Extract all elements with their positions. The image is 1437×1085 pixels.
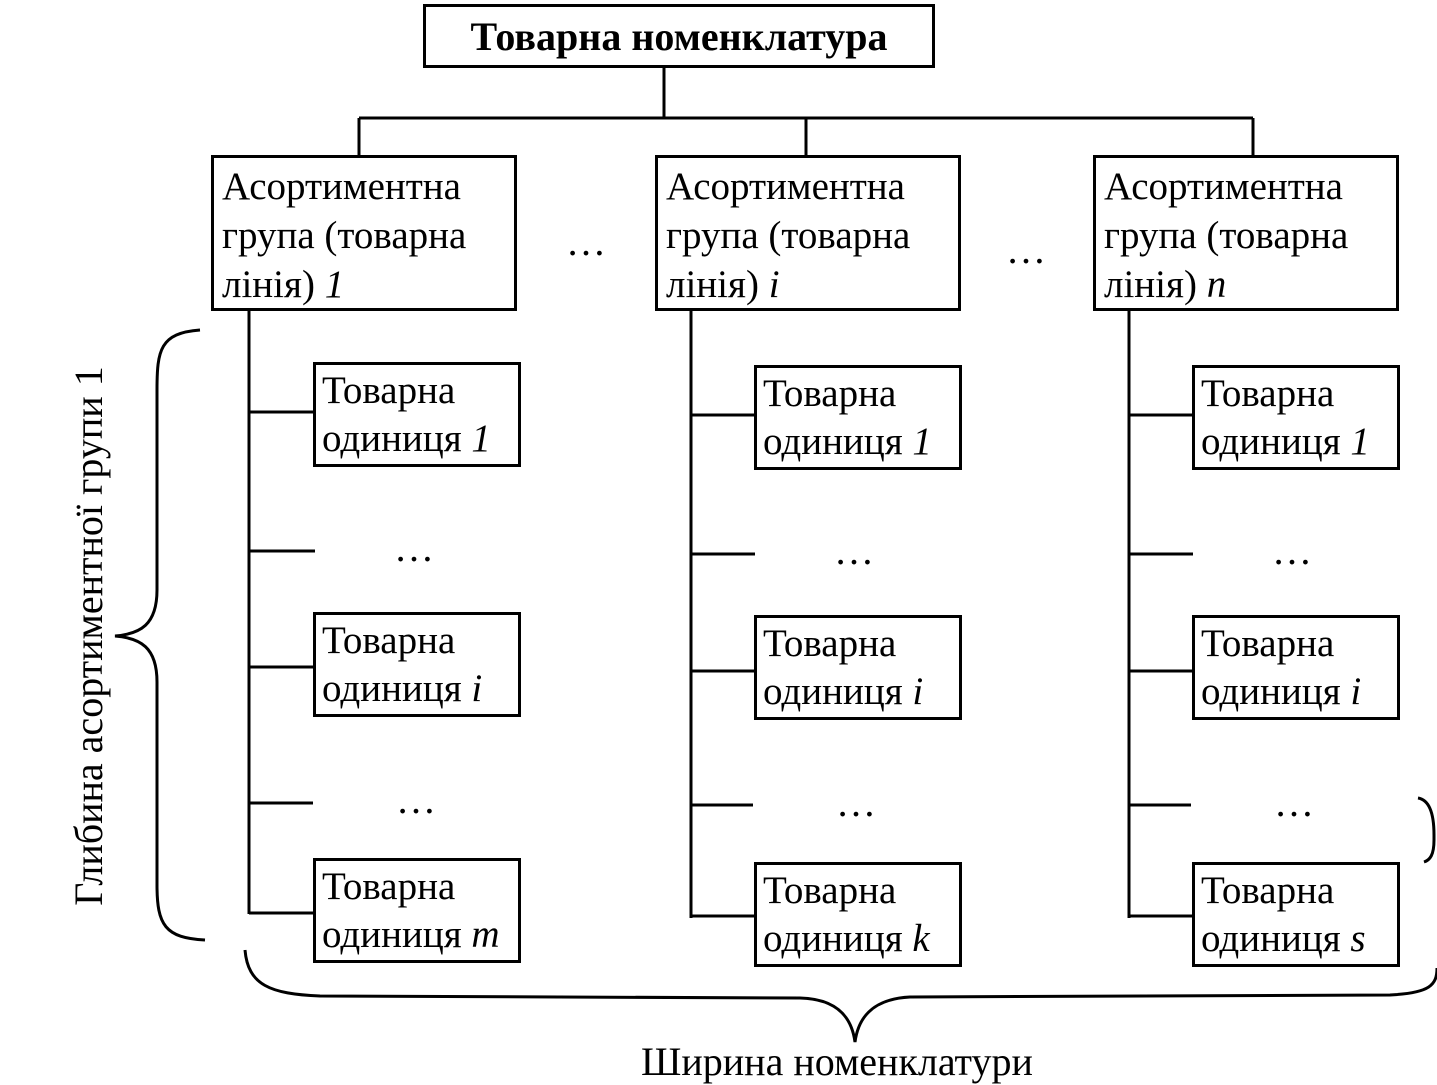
unit-ellipsis: …	[394, 525, 434, 570]
unit-index: k	[912, 917, 930, 960]
unit-index: i	[471, 667, 483, 710]
unit-line-1: Товарна	[763, 372, 897, 415]
unit-line-1: Товарна	[763, 869, 897, 912]
unit-line-2: одиниця 1	[763, 420, 932, 463]
group-index: i	[768, 263, 780, 306]
right-partial-brace	[1417, 796, 1436, 864]
unit-index: i	[912, 670, 924, 713]
group-line-1: Асортиментна	[222, 165, 461, 208]
unit-line-2: одиниця i	[763, 670, 924, 713]
group-line-3: лінія) i	[666, 263, 780, 306]
unit-ellipsis: …	[836, 780, 876, 825]
root-label: Товарна номенклатура	[470, 13, 888, 59]
unit-box: Товарна одиниця k	[754, 862, 962, 967]
group-ellipsis: …	[566, 219, 606, 264]
group-index: n	[1206, 263, 1227, 306]
unit-box: Товарна одиниця s	[1192, 862, 1400, 967]
unit-ellipsis: …	[834, 528, 874, 573]
unit-line-1: Товарна	[1201, 372, 1335, 415]
unit-box: Товарна одиниця 1	[313, 362, 521, 467]
unit-line-1: Товарна	[1201, 869, 1335, 912]
group-line-3: лінія) 1	[222, 263, 345, 306]
unit-line-2: одиниця s	[1201, 917, 1366, 960]
unit-line-2: одиниця m	[322, 913, 500, 956]
group-ellipsis: …	[1006, 227, 1046, 272]
unit-box: Товарна одиниця i	[754, 615, 962, 720]
width-brace	[243, 949, 1437, 1043]
unit-box: Товарна одиниця i	[313, 612, 521, 717]
depth-brace	[114, 328, 206, 942]
unit-line-1: Товарна	[763, 622, 897, 665]
unit-line-1: Товарна	[322, 369, 456, 412]
unit-line-2: одиниця k	[763, 917, 930, 960]
depth-label: Глибина асортиментної групи 1	[65, 366, 111, 906]
unit-ellipsis: …	[1272, 528, 1312, 573]
unit-index: s	[1350, 917, 1366, 960]
unit-line-2: одиниця i	[1201, 670, 1362, 713]
root-box: Товарна номенклатура	[423, 4, 935, 68]
unit-line-1: Товарна	[1201, 622, 1335, 665]
group-line-2: група (товарна	[222, 214, 467, 257]
group-line-1: Асортиментна	[1104, 165, 1343, 208]
group-box-1: Асортиментна група (товарна лінія) 1	[211, 155, 517, 311]
unit-line-2: одиниця i	[322, 667, 483, 710]
group-index: 1	[324, 263, 345, 306]
unit-line-1: Товарна	[322, 619, 456, 662]
unit-box: Товарна одиниця i	[1192, 615, 1400, 720]
unit-box: Товарна одиниця 1	[1192, 365, 1400, 470]
unit-index: i	[1350, 670, 1362, 713]
group-box-n: Асортиментна група (товарна лінія) n	[1093, 155, 1399, 311]
unit-ellipsis: …	[1274, 780, 1314, 825]
unit-line-2: одиниця 1	[1201, 420, 1370, 463]
unit-index: 1	[912, 420, 932, 463]
unit-index: m	[471, 913, 500, 956]
unit-ellipsis: …	[396, 777, 436, 822]
unit-line-2: одиниця 1	[322, 417, 491, 460]
width-label: Ширина номенклатури	[641, 1039, 1033, 1084]
unit-line-1: Товарна	[322, 865, 456, 908]
group-line-3: лінія) n	[1104, 263, 1227, 306]
unit-box: Товарна одиниця m	[313, 858, 521, 963]
group-line-2: група (товарна	[1104, 214, 1349, 257]
group-line-2: група (товарна	[666, 214, 911, 257]
unit-index: 1	[1350, 420, 1370, 463]
group-box-i: Асортиментна група (товарна лінія) i	[655, 155, 961, 311]
group-line-1: Асортиментна	[666, 165, 905, 208]
unit-index: 1	[471, 417, 491, 460]
unit-box: Товарна одиниця 1	[754, 365, 962, 470]
